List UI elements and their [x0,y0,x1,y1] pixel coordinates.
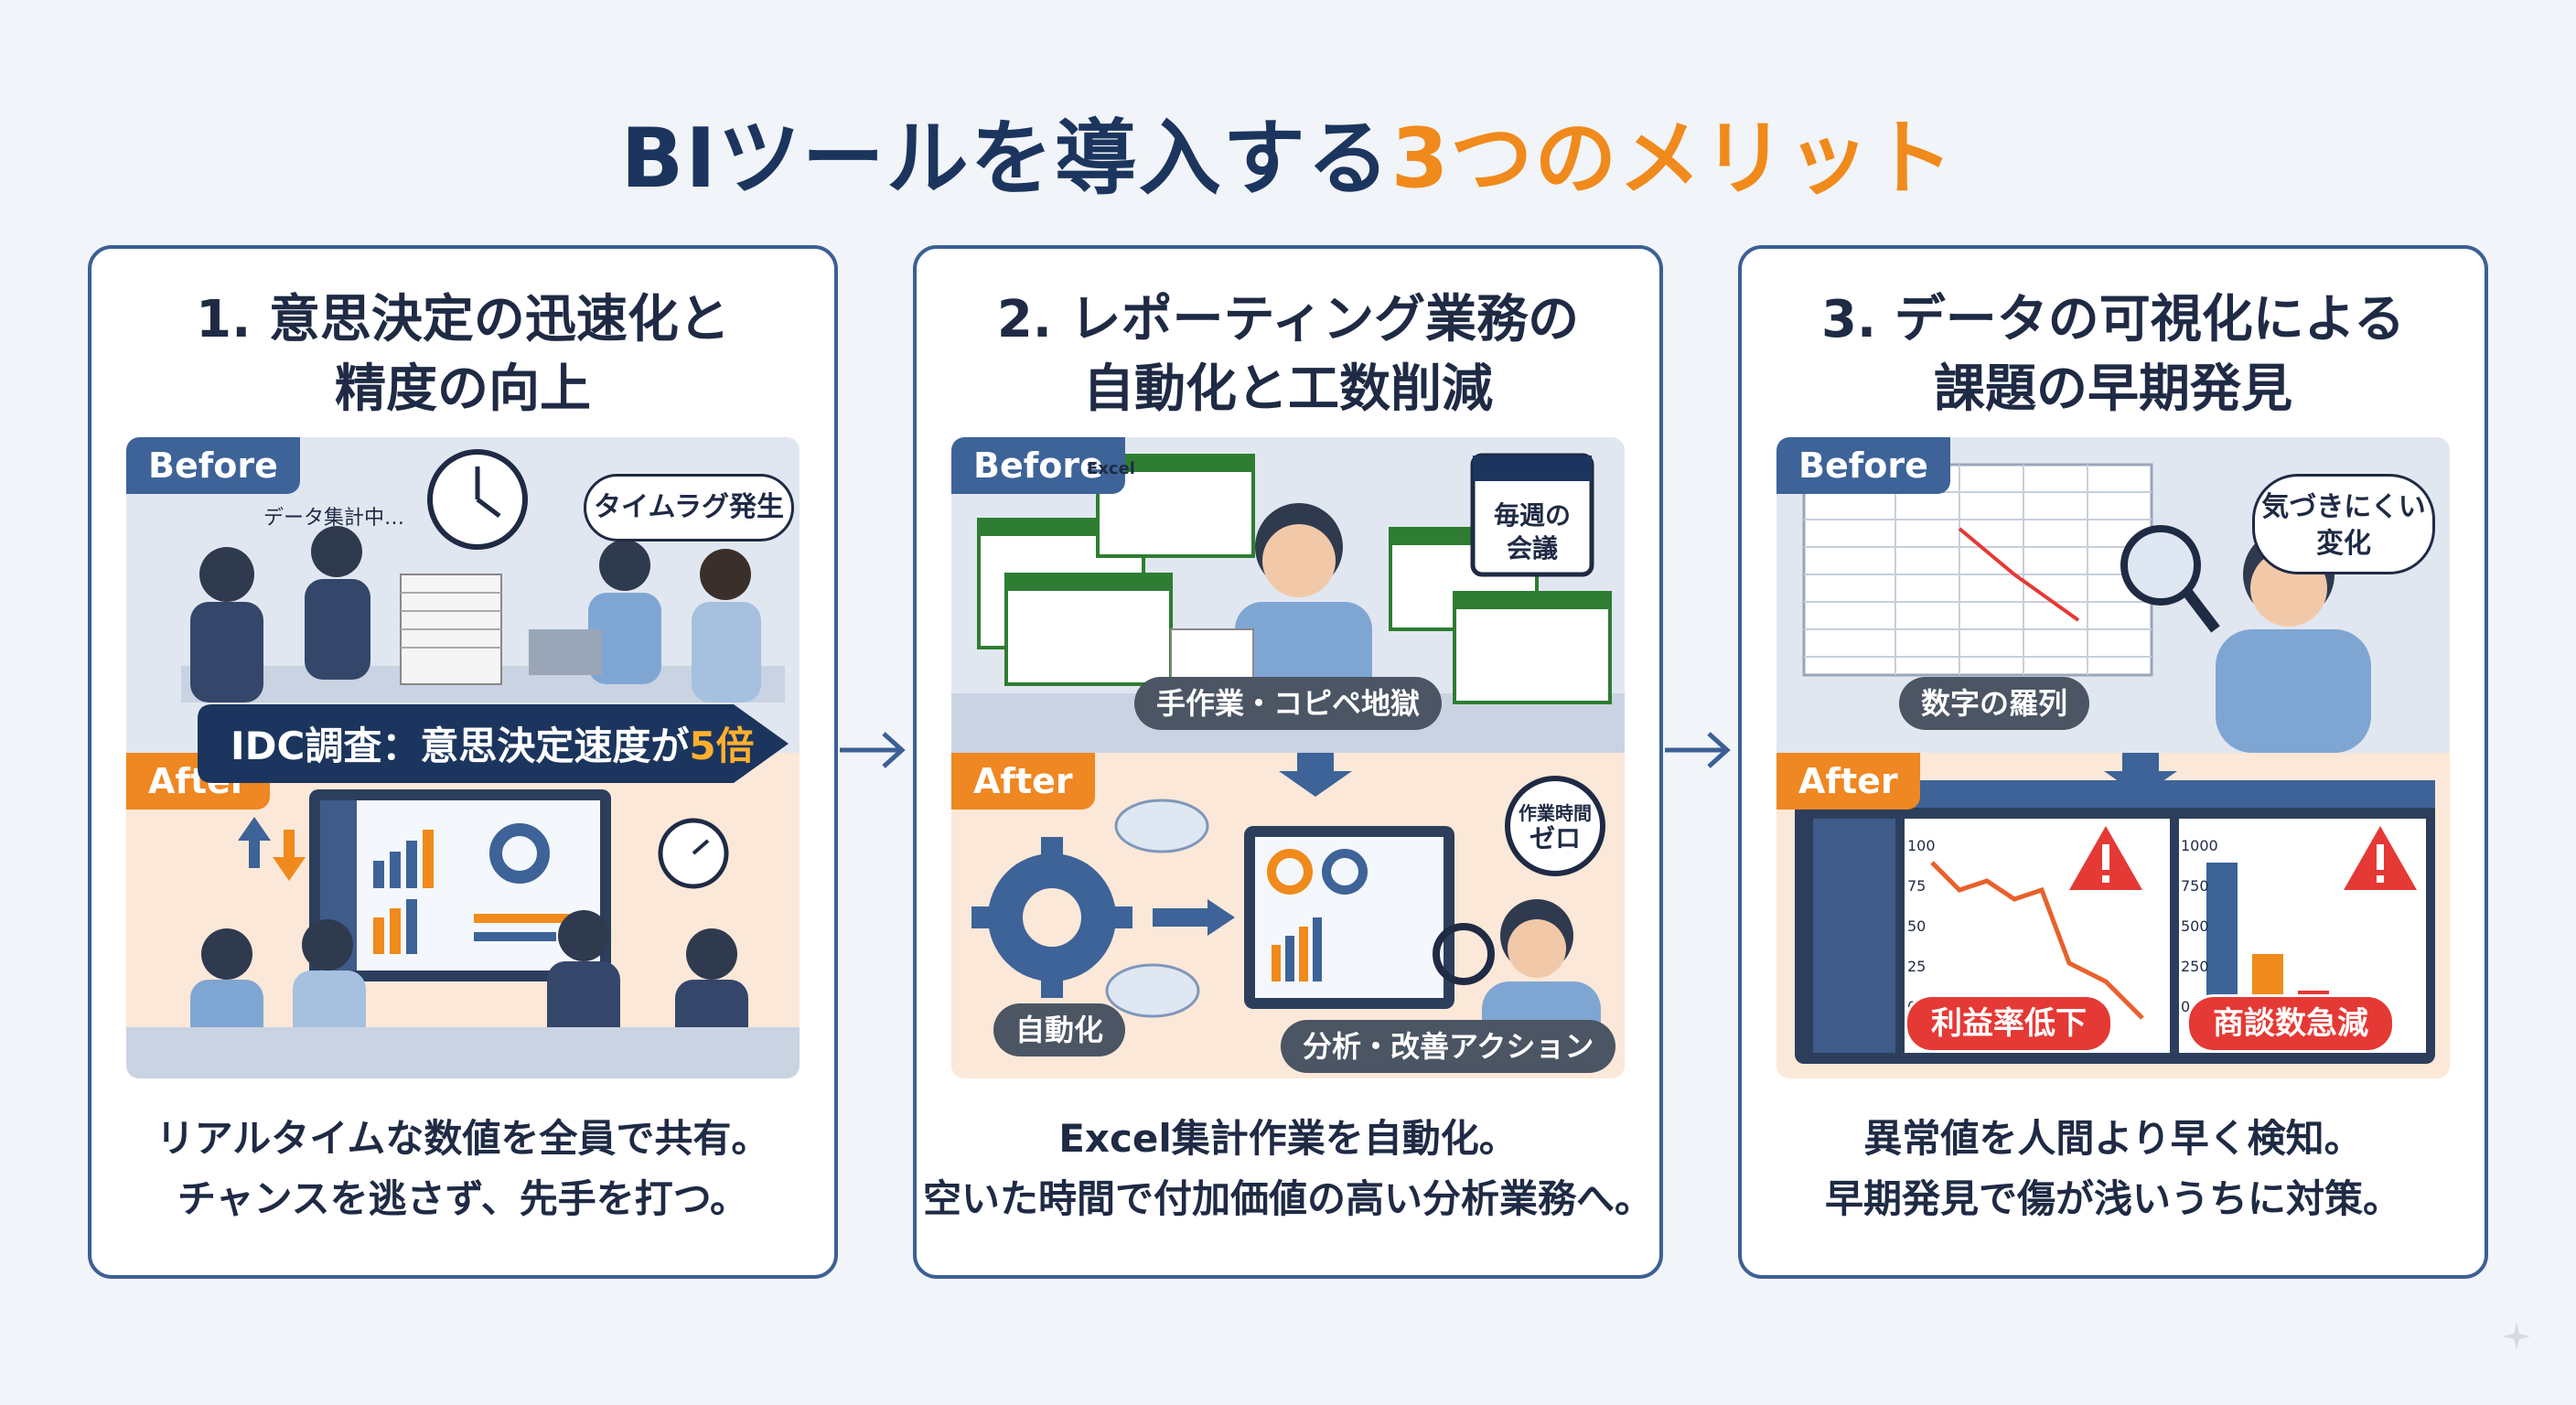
analysis-action-label: 分析・改善アクション [1281,1020,1616,1073]
timer-label: 作業時間 ゼロ [1508,800,1603,852]
timer-line2: ゼロ [1529,823,1581,853]
bubble-line1: 気づきにくい [2261,491,2426,523]
title-main: BIツールを導入する [620,111,1391,207]
merit-card-3: 3. データの可視化による 課題の早期発見 Before 気づきにくい 変化 数… [1738,245,2488,1279]
bubble-line2: 変化 [2316,528,2371,560]
desc-line1: 異常値を人間より早く検知。 [1863,1116,2363,1161]
after-panel: After 作業時間 ゼロ 自動化 分析・改善アクション [951,753,1625,1078]
axis-tick: 0 [2181,998,2191,1015]
number-list-label: 数字の羅列 [1899,677,2090,730]
card-heading-line1: 3. データの可視化による [1820,290,2406,349]
banner-text: IDC調査：意思決定速度が5倍 [231,715,755,771]
profit-drop-alert: 利益率低下 [1905,994,2113,1053]
axis-tick: 750 [2181,877,2209,895]
meeting-delay-illustration [181,449,785,702]
desc-line1: リアルタイムな数値を全員で共有。 [156,1116,770,1161]
axis-tick: 25 [1907,958,1927,975]
axis-tick: 75 [1907,877,1927,895]
card-heading-line1: 2. レポーティング業務の [996,290,1580,349]
hard-to-notice-bubble: 気づきにくい 変化 [2252,474,2435,574]
card-description: リアルタイムな数値を全員で共有。 チャンスを逃さず、先手を打つ。 [91,1109,834,1229]
excel-window-label: Excel [1087,459,1135,478]
desc-line2: チャンスを逃さず、先手を打つ。 [177,1176,749,1221]
axis-tick: 100 [1907,837,1936,854]
before-note: データ集計中… [263,507,405,530]
axis-tick: 250 [2181,958,2209,975]
manual-excel-illustration [951,453,1625,753]
card-heading-line2: 精度の向上 [335,359,591,419]
calendar-line2: 会議 [1506,533,1558,563]
timer-line1: 作業時間 [1519,802,1592,824]
card-heading: 3. データの可視化による 課題の早期発見 [1742,285,2485,424]
after-tag: After [951,753,1095,810]
page-title: BIツールを導入する3つのメリット [0,91,2576,210]
banner-arrow-shape [198,704,789,783]
calendar-line1: 毎週の [1493,500,1571,531]
deals-drop-alert: 商談数急減 [2186,994,2395,1053]
automation-illustration [971,753,1605,1073]
before-tag: Before [1776,437,1950,494]
next-arrow-icon [1665,732,1731,768]
axis-tick: 500 [2181,917,2209,935]
next-arrow-icon [840,732,906,768]
card-heading: 2. レポーティング業務の 自動化と工数削減 [917,285,1659,424]
idc-banner: IDC調査：意思決定速度が5倍 [194,701,798,787]
before-panel: Before Excel 毎週の 会議 手作業・コピペ地獄 [951,437,1625,753]
before-tag: Before [126,437,300,494]
banner-prefix: IDC調査：意思決定速度が [231,724,690,768]
card-heading-line1: 1. 意思決定の迅速化と [196,290,730,349]
before-panel: Before 気づきにくい 変化 数字の羅列 [1776,437,2450,753]
desc-line2: 早期発見で傷が浅いうちに対策。 [1824,1176,2401,1221]
number-grid-illustration [1802,463,2371,753]
title-highlight: 3つのメリット [1390,111,1956,207]
after-panel: After [126,753,800,1078]
card-heading-line2: 課題の早期発見 [1934,359,2292,419]
card-heading: 1. 意思決定の迅速化と 精度の向上 [91,285,834,424]
desc-line1: Excel集計作業を自動化。 [1058,1116,1518,1161]
weekly-meeting-calendar-label: 毎週の 会議 [1473,499,1592,565]
card-heading-line2: 自動化と工数削減 [1083,359,1493,419]
desc-line2: 空いた時間で付加価値の高い分析業務へ。 [922,1176,1653,1221]
banner-highlight: 5倍 [689,724,755,768]
card-description: 異常値を人間より早く検知。 早期発見で傷が浅いうちに対策。 [1742,1109,2485,1229]
sparkle-icon [2503,1323,2530,1350]
manual-copy-paste-label: 手作業・コピペ地獄 [1134,677,1443,730]
dashboard-meeting-illustration [126,789,800,1078]
automation-label: 自動化 [993,1003,1126,1056]
card-description: Excel集計作業を自動化。 空いた時間で付加価値の高い分析業務へ。 [917,1109,1659,1229]
time-lag-bubble: タイムラグ発生 [584,474,794,542]
before-tag: Before [951,437,1125,494]
merit-card-1: 1. 意思決定の迅速化と 精度の向上 Before データ集計中… [88,245,838,1279]
axis-tick: 50 [1907,917,1927,935]
merit-card-2: 2. レポーティング業務の 自動化と工数削減 Befor [913,245,1663,1279]
bar-chart-axis: 1000 750 500 250 0 [2181,826,2218,1027]
after-tag: After [1776,753,1920,810]
axis-tick: 1000 [2181,837,2218,854]
after-panel: After 100 75 50 25 0 1000 750 500 250 0 … [1776,753,2450,1078]
before-panel: Before データ集計中… タイムラグ発生 [126,437,800,753]
